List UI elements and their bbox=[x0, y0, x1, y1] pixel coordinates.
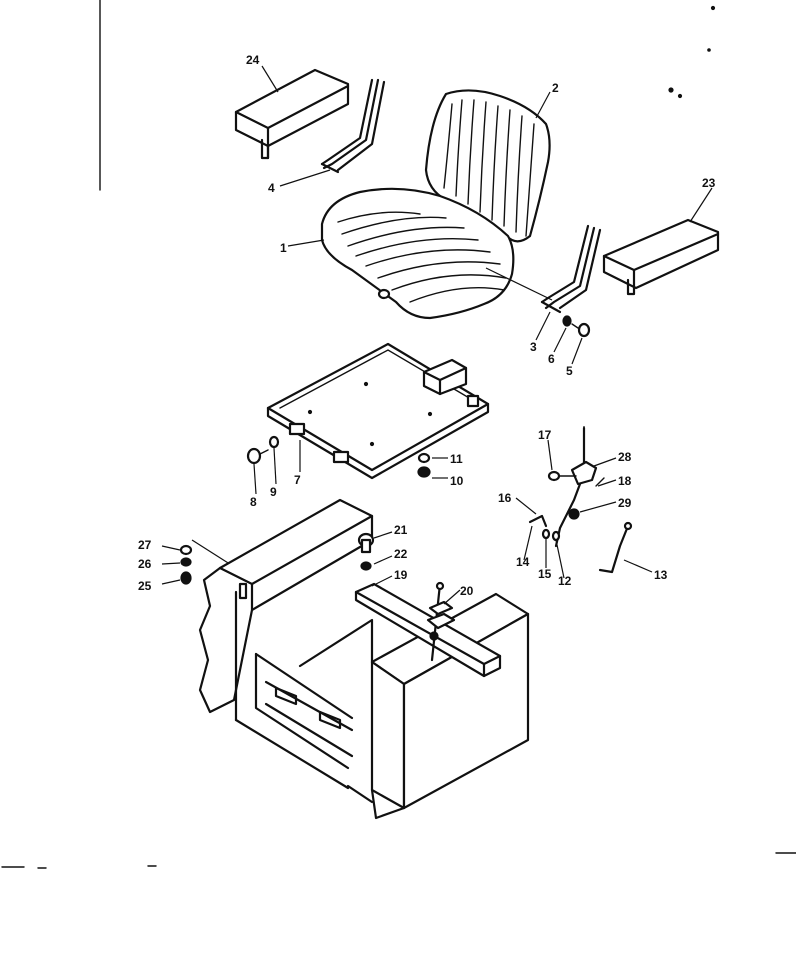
plate-washer-small bbox=[417, 452, 431, 464]
seat-mounting-plate bbox=[266, 342, 490, 480]
rail-fastener bbox=[426, 581, 456, 662]
plate-bolt bbox=[246, 447, 269, 465]
slide-rail bbox=[354, 582, 502, 678]
callout-9: 9 bbox=[270, 485, 277, 499]
callout-8: 8 bbox=[250, 495, 257, 509]
armrest-washer bbox=[562, 315, 572, 327]
armrest-bracket-right bbox=[540, 224, 602, 314]
callout-13: 13 bbox=[654, 568, 668, 582]
callout-15: 15 bbox=[538, 567, 552, 581]
callout-21: 21 bbox=[394, 523, 408, 537]
armrest-bracket-left bbox=[320, 78, 386, 174]
callout-1: 1 bbox=[280, 241, 287, 255]
callout-5: 5 bbox=[566, 364, 573, 378]
plate-nut bbox=[417, 466, 431, 478]
box-bolt bbox=[357, 532, 375, 554]
callout-3: 3 bbox=[530, 340, 537, 354]
callout-27: 27 bbox=[138, 538, 152, 552]
callout-22: 22 bbox=[394, 547, 408, 561]
callout-10: 10 bbox=[450, 474, 464, 488]
callout-12: 12 bbox=[558, 574, 572, 588]
callout-11: 11 bbox=[450, 452, 463, 466]
callout-labels: 1 2 3 4 5 6 7 8 9 10 11 12 13 14 15 16 1… bbox=[138, 53, 716, 598]
callout-6: 6 bbox=[548, 352, 555, 366]
callout-16: 16 bbox=[498, 491, 512, 505]
hardware-stack-left bbox=[179, 544, 193, 585]
callout-7: 7 bbox=[294, 473, 301, 487]
callout-14: 14 bbox=[516, 555, 530, 569]
callout-17: 17 bbox=[538, 428, 552, 442]
plate-washer bbox=[268, 435, 280, 449]
callout-28: 28 bbox=[618, 450, 632, 464]
seat-cushion bbox=[320, 187, 515, 320]
callout-29: 29 bbox=[618, 496, 632, 510]
callout-26: 26 bbox=[138, 557, 152, 571]
callout-2: 2 bbox=[552, 81, 559, 95]
armrest-bolt bbox=[571, 322, 591, 338]
callout-24: 24 bbox=[246, 53, 260, 67]
armrest-pad-right bbox=[602, 218, 720, 296]
callout-23: 23 bbox=[702, 176, 716, 190]
callout-25: 25 bbox=[138, 579, 152, 593]
callout-4: 4 bbox=[268, 181, 275, 195]
scan-marks bbox=[1, 0, 796, 869]
armrest-pad-left bbox=[234, 68, 350, 160]
callout-20: 20 bbox=[460, 584, 474, 598]
box-washer bbox=[360, 561, 372, 571]
callout-19: 19 bbox=[394, 568, 408, 582]
callout-18: 18 bbox=[618, 474, 632, 488]
lever-linkage bbox=[528, 426, 633, 574]
